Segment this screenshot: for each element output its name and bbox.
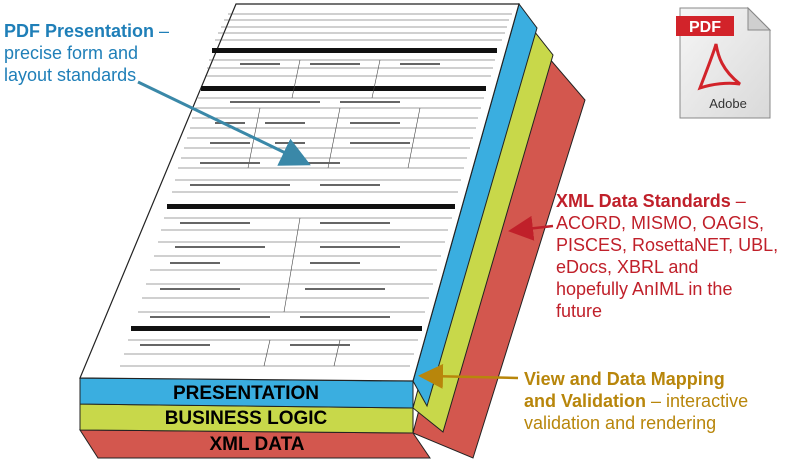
view-mapping-arrow <box>418 363 519 389</box>
pdf-presentation-dash: – <box>154 21 170 41</box>
xml-standards-arrow <box>508 215 554 241</box>
xml-standards-line-4: hopefully AnIML in the <box>556 279 733 299</box>
layer-label-presentation: PRESENTATION <box>173 383 319 404</box>
view-mapping-rest-line2: – interactive <box>646 391 749 411</box>
adobe-brand-label: Adobe <box>709 96 747 111</box>
xml-standards-line-2: PISCES, RosettaNET, UBL, <box>556 235 779 255</box>
view-mapping-title-line1: View and Data Mapping <box>524 369 725 389</box>
xml-standards-line-1: ACORD, MISMO, OAGIS, <box>556 213 765 233</box>
pdf-presentation-line2: precise form and <box>4 43 139 63</box>
pdf-badge-label: PDF <box>689 19 721 36</box>
pdf-presentation-title: PDF Presentation <box>4 21 155 41</box>
pdf-presentation-callout: PDF Presentation – precise form and layo… <box>4 20 169 86</box>
pdf-presentation-line3: layout standards <box>4 65 137 85</box>
form-content <box>120 13 512 367</box>
view-mapping-line3: validation and rendering <box>524 413 717 433</box>
layer-label-business-logic: BUSINESS LOGIC <box>165 408 328 429</box>
xml-standards-line-5: future <box>556 301 603 321</box>
pdf-presentation-arrow <box>137 80 311 166</box>
xml-standards-line-3: eDocs, XBRL and <box>556 257 699 277</box>
view-mapping-callout: View and Data Mapping and Validation – i… <box>524 368 786 434</box>
xml-standards-dash: – <box>730 191 746 211</box>
view-mapping-title-line2: and Validation <box>524 391 647 411</box>
xml-standards-title: XML Data Standards <box>556 191 731 211</box>
xml-standards-callout: XML Data Standards – ACORD, MISMO, OAGIS… <box>556 190 786 322</box>
layer-label-xml-data: XML DATA <box>210 434 305 455</box>
form-text-scribbles <box>140 63 440 346</box>
pdf-file-icon: PDF Adobe <box>676 6 772 119</box>
